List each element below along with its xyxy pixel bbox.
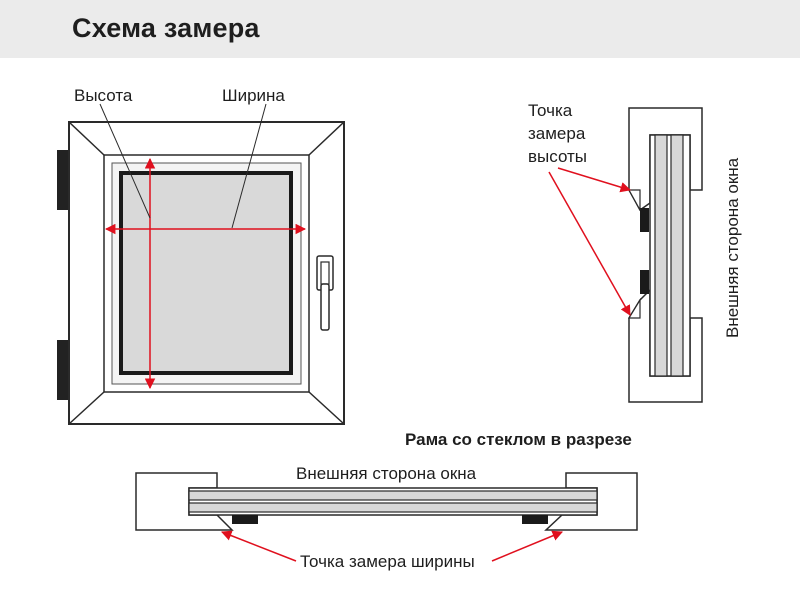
width-point-arrow-right [491,530,563,562]
height-point-arrow-top [557,167,632,193]
height-point-label-line-1: Точка [528,101,573,120]
vertical-bottom-seal [640,270,649,294]
top-hinge [57,150,69,210]
height-point-arrow-bottom [548,171,631,316]
outer-side-vertical-label: Внешняя сторона окна [723,157,742,338]
vertical-section-view: Точка замера высоты Внешняя сторона окна [528,101,742,403]
horizontal-left-seal [232,515,258,524]
glass-pane [119,171,293,375]
horizontal-glass-inner [188,502,598,513]
width-point-arrow-left [221,530,297,562]
header-bar: Схема замера [0,0,800,58]
outer-side-horizontal-label: Внешняя сторона окна [296,464,477,483]
vertical-top-seal [640,208,649,232]
height-label: Высота [74,86,133,105]
horizontal-section-view: Внешняя сторона окна Точка замера ширины [135,464,638,571]
vertical-glass-inner [670,134,684,377]
window-handle-icon [316,255,334,331]
horizontal-glass-outer [188,490,598,501]
width-point-label: Точка замера ширины [300,552,475,571]
page-title: Схема замера [72,13,260,43]
height-point-label-line-2: замера [528,124,586,143]
window-front-view: Высота Ширина [57,86,345,425]
horizontal-right-seal [522,515,548,524]
width-label: Ширина [222,86,285,105]
bottom-hinge [57,340,69,400]
section-title: Рама со стеклом в разрезе [405,430,632,449]
vertical-glass-outer [654,134,668,377]
height-point-label-line-3: высоты [528,147,587,166]
